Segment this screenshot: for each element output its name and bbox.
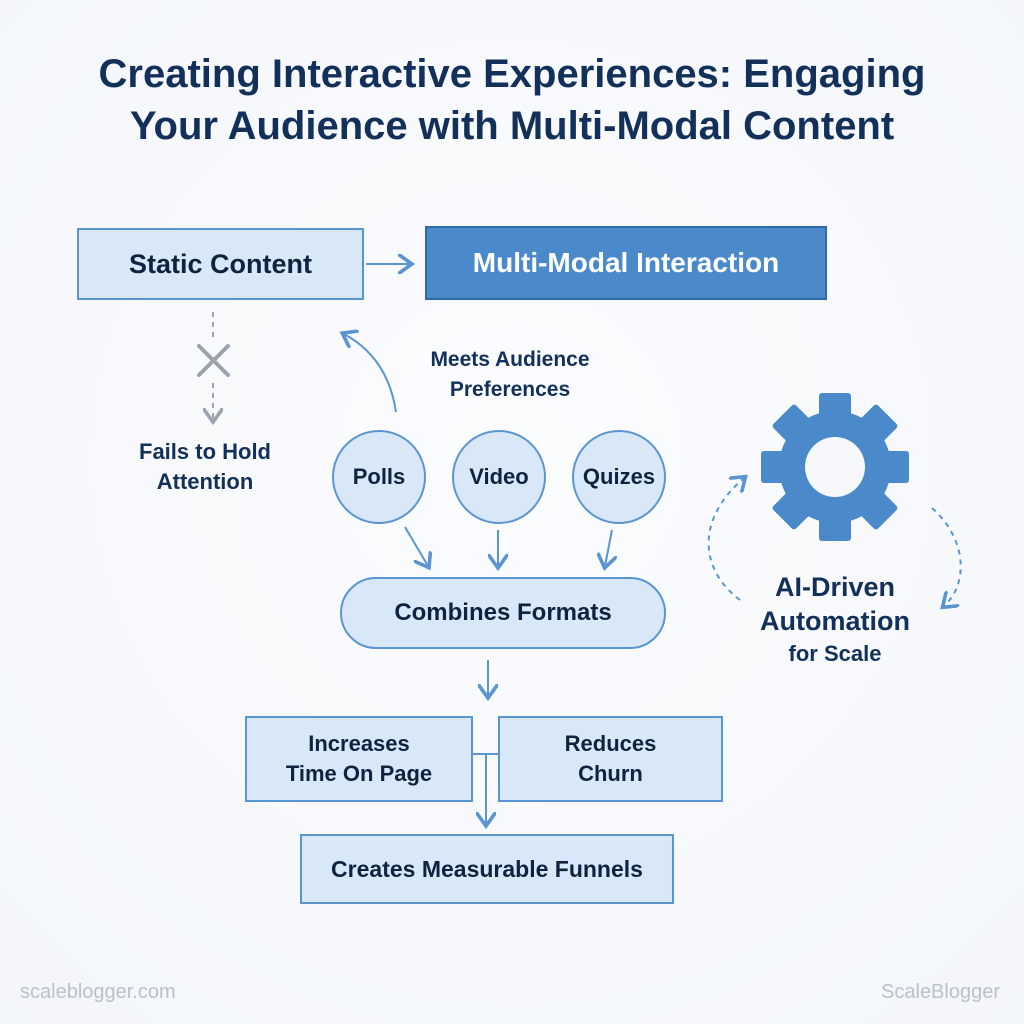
ai-driven-automation-label: AI-Driven Automation for Scale [740, 570, 930, 670]
ai-line-3: for Scale [788, 641, 882, 666]
creates-measurable-funnels-box: Creates Measurable Funnels [300, 834, 674, 904]
reduces-line-1: Reduces [564, 731, 657, 756]
quizes-label: Quizes [582, 464, 656, 489]
polls-to-combines-arrow [404, 526, 428, 566]
automation-cycle-left-arrow [707, 478, 744, 601]
title-line-1: Creating Interactive Experiences: Engagi… [98, 52, 926, 96]
multi-modal-interaction-label: Multi-Modal Interaction [472, 247, 780, 278]
static-content-box: Static Content [77, 228, 364, 300]
increases-line-2: Time On Page [285, 761, 433, 786]
meets-line-1: Meets Audience [430, 348, 590, 371]
static-content-label: Static Content [128, 248, 312, 279]
fails-to-hold-attention-label: Fails to Hold Attention [120, 437, 290, 497]
multi-modal-interaction-box: Multi-Modal Interaction [425, 226, 827, 300]
reduces-churn-box: Reduces Churn [498, 716, 723, 802]
quizes-to-combines-arrow [605, 529, 612, 566]
fails-line-1: Fails to Hold [139, 439, 271, 464]
increases-time-on-page-box: Increases Time On Page [245, 716, 473, 802]
polls-circle: Polls [332, 430, 426, 524]
increases-line-1: Increases [308, 731, 410, 756]
meets-line-2: Preferences [449, 378, 571, 401]
page-title: Creating Interactive Experiences: Engagi… [0, 48, 1024, 152]
quizes-circle: Quizes [572, 430, 666, 524]
title-line-2: Your Audience with Multi-Modal Content [129, 104, 895, 148]
fails-line-2: Attention [156, 469, 254, 494]
combines-formats-pill: Combines Formats [340, 577, 666, 649]
polls-label: Polls [352, 464, 406, 489]
footer-left-watermark: scaleblogger.com [20, 981, 176, 1003]
reduces-line-2: Churn [578, 761, 643, 786]
video-label: Video [469, 464, 529, 489]
meets-preferences-curve-arrow [344, 334, 397, 413]
creates-measurable-funnels-label: Creates Measurable Funnels [331, 855, 643, 882]
ai-line-2: Automation [760, 606, 910, 636]
automation-cycle-right-arrow [931, 507, 962, 606]
meets-audience-preferences-label: Meets Audience Preferences [400, 345, 620, 405]
ai-line-1: AI-Driven [774, 572, 896, 602]
x-icon [197, 344, 230, 377]
video-circle: Video [452, 430, 546, 524]
combines-formats-label: Combines Formats [394, 599, 612, 626]
gear-icon [761, 393, 909, 541]
footer-right-watermark: ScaleBlogger [881, 981, 1000, 1003]
